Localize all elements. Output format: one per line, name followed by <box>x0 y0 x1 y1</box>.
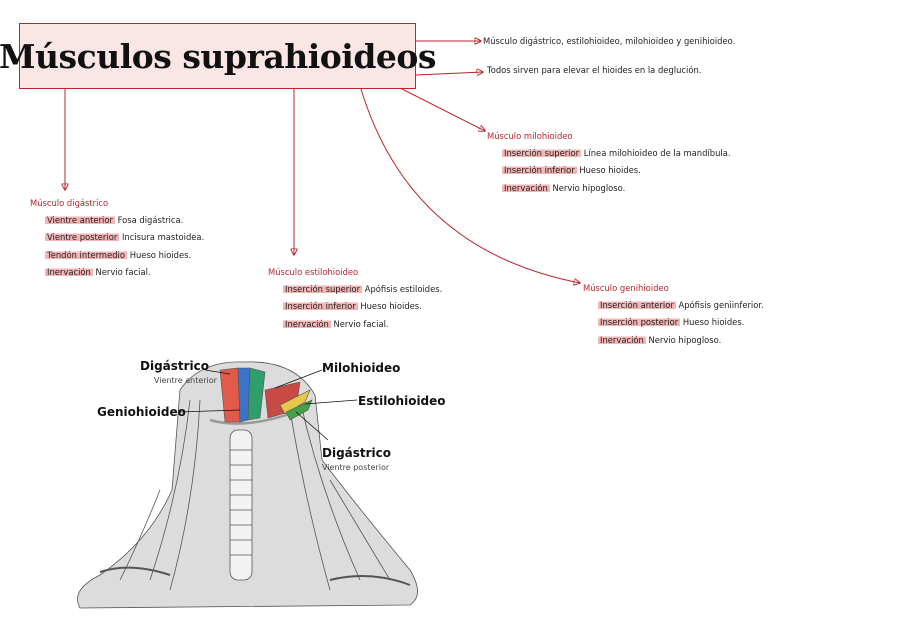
row-value: Línea milohioideo de la mandíbula. <box>583 148 731 158</box>
label-vientre-posterior: Vientre posterior <box>322 463 390 472</box>
row-label: Inserción inferior <box>283 301 358 312</box>
label-digastrico-bottom: Digástrico <box>322 446 392 460</box>
row-label: Vientre anterior <box>45 215 115 225</box>
row-estilohioideo: Inserción inferior Hueso hioides. <box>283 301 442 312</box>
row-digastrico: Tendón intermedio Hueso hioides. <box>45 249 204 260</box>
row-value: Hueso hioides. <box>682 317 745 328</box>
page-title: Músculos suprahioideos <box>0 36 436 76</box>
neck-anatomy-illustration <box>77 361 418 609</box>
row-label: Vientre posterior <box>45 232 120 243</box>
row-milohioideo: Inervación Nervio hipogloso. <box>502 182 731 193</box>
row-value: Fosa digástrica. <box>117 215 184 225</box>
row-estilohioideo: Inervación Nervio facial. <box>283 318 442 329</box>
row-label: Tendón intermedio <box>45 249 128 260</box>
row-digastrico: Vientre posterior Incisura mastoidea. <box>45 232 205 243</box>
row-genihioideo: Inserción anterior Apófisis geniinferior… <box>598 300 764 310</box>
row-label: Inserción posterior <box>598 317 681 328</box>
row-digastrico: Inervación Nervio facial. <box>45 267 204 278</box>
row-label: Inervación <box>598 334 646 345</box>
row-estilohioideo: Inserción superior Apófisis estiloides. <box>283 284 442 294</box>
note-muscles-list: Músculo digástrico, estilohioideo, miloh… <box>483 36 736 46</box>
row-label: Inervación <box>502 182 550 193</box>
row-milohioideo: Inserción inferior Hueso hioides. <box>502 165 731 176</box>
row-label: Inervación <box>283 318 331 329</box>
row-digastrico: Vientre anterior Fosa digástrica. <box>45 215 204 225</box>
title-box: Músculos suprahioideos <box>0 23 436 89</box>
arrow-note-2 <box>415 72 483 75</box>
label-digastrico-top: Digástrico <box>140 359 210 373</box>
row-value: Apófisis geniinferior. <box>678 300 764 310</box>
row-label: Inserción superior <box>283 284 363 294</box>
row-value: Nervio facial. <box>333 318 389 329</box>
row-label: Inserción inferior <box>502 165 577 176</box>
block-estilohioideo: Músculo estilohioideo Inserción superior… <box>268 267 442 336</box>
arrow-milohioideo <box>401 88 485 131</box>
row-value: Apófisis estiloides. <box>364 284 443 294</box>
heading-genihioideo: Músculo genihioideo <box>583 283 669 293</box>
label-milohioideo: Milohioideo <box>322 361 401 375</box>
row-value: Nervio facial. <box>95 267 151 278</box>
row-genihioideo: Inervación Nervio hipogloso. <box>598 334 764 345</box>
row-milohioideo: Inserción superior Línea milohioideo de … <box>502 148 731 158</box>
row-value: Nervio hipogloso. <box>648 334 722 345</box>
heading-estilohioideo: Músculo estilohioideo <box>268 267 359 277</box>
block-genihioideo: Músculo genihioideo Inserción anterior A… <box>583 283 764 352</box>
row-value: Hueso hioides. <box>579 165 641 176</box>
row-label: Inserción superior <box>502 148 582 158</box>
block-digastrico: Músculo digástrico Vientre anterior Fosa… <box>30 198 204 285</box>
label-geniohioideo: Geniohioideo <box>97 405 186 419</box>
row-value: Nervio hipogloso. <box>552 182 626 193</box>
block-milohioideo: Músculo milohioideo Inserción superior L… <box>487 131 731 200</box>
heading-digastrico: Músculo digástrico <box>30 198 109 208</box>
row-label: Inervación <box>45 267 93 278</box>
row-value: Hueso hioides. <box>129 249 192 260</box>
heading-milohioideo: Músculo milohioideo <box>487 131 573 141</box>
row-genihioideo: Inserción posterior Hueso hioides. <box>598 317 764 328</box>
note-function: Todos sirven para elevar el hioides en l… <box>487 65 702 75</box>
row-value: Hueso hioides. <box>360 301 422 312</box>
row-value: Incisura mastoidea. <box>121 232 205 243</box>
arrow-genihioideo <box>360 88 580 283</box>
label-estilohioideo: Estilohioideo <box>358 394 446 408</box>
label-vientre-anterior: Vientre anterior <box>154 376 217 385</box>
row-label: Inserción anterior <box>598 300 676 310</box>
